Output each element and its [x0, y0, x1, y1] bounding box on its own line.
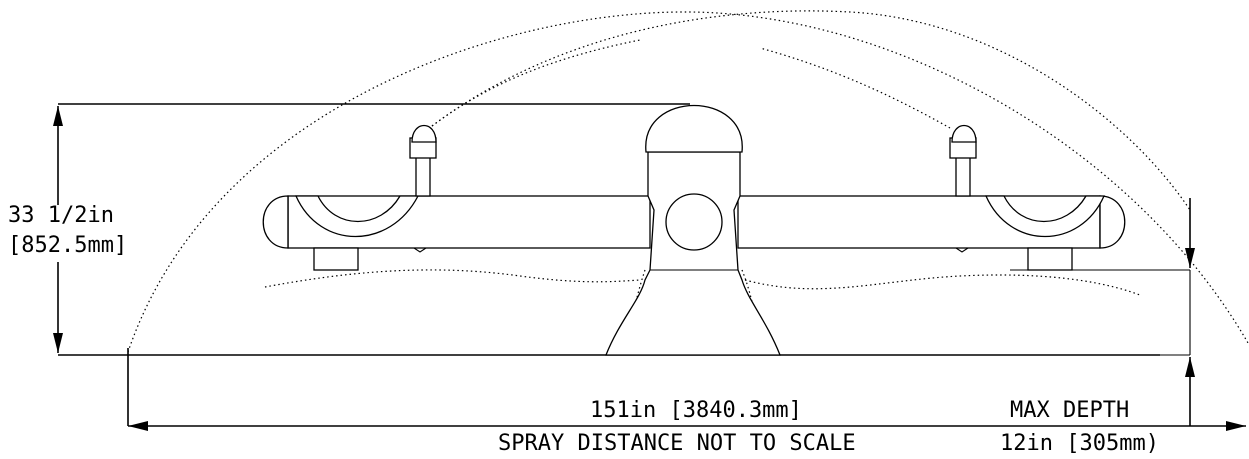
- spray-distance-value: 151in [3840.3mm]: [590, 398, 802, 423]
- max-depth-value: 12in [305mm): [1000, 431, 1159, 456]
- spray-arc-left: [127, 11, 1249, 353]
- max-depth-label: MAX DEPTH: [1010, 398, 1129, 423]
- center-port: [665, 193, 723, 251]
- lower-spray-curve-right: [744, 274, 1141, 296]
- left-nozzle-spray-line: [431, 39, 641, 127]
- eyewash-fixture: [262, 104, 1126, 356]
- spray-arc-right: [431, 10, 1191, 211]
- max-depth-dimension: MAX DEPTH 12in [305mm): [1000, 198, 1195, 456]
- height-metric-label: [852.5mm]: [8, 233, 127, 258]
- left-nozzle-cap: [411, 125, 437, 143]
- spray-distance-dimension: 151in [3840.3mm] SPRAY DISTANCE NOT TO S…: [127, 348, 1246, 456]
- left-bottom-cup: [313, 247, 359, 271]
- center-housing: [605, 151, 781, 356]
- right-end-cap: [1099, 195, 1126, 249]
- right-bottom-cup: [1027, 247, 1073, 271]
- right-nozzle-spray-line: [759, 47, 951, 129]
- lower-spray-curve-left: [264, 269, 641, 288]
- right-nozzle-cap: [951, 125, 977, 143]
- height-imperial-label: 33 1/2in: [8, 203, 114, 228]
- spray-pattern-arcs: [127, 10, 1249, 353]
- height-dimension: 33 1/2in [852.5mm]: [8, 106, 127, 353]
- right-cradle: [984, 195, 1106, 238]
- center-dome: [645, 104, 743, 153]
- spray-distance-note: SPRAY DISTANCE NOT TO SCALE: [498, 431, 856, 456]
- left-end-cap: [262, 195, 289, 249]
